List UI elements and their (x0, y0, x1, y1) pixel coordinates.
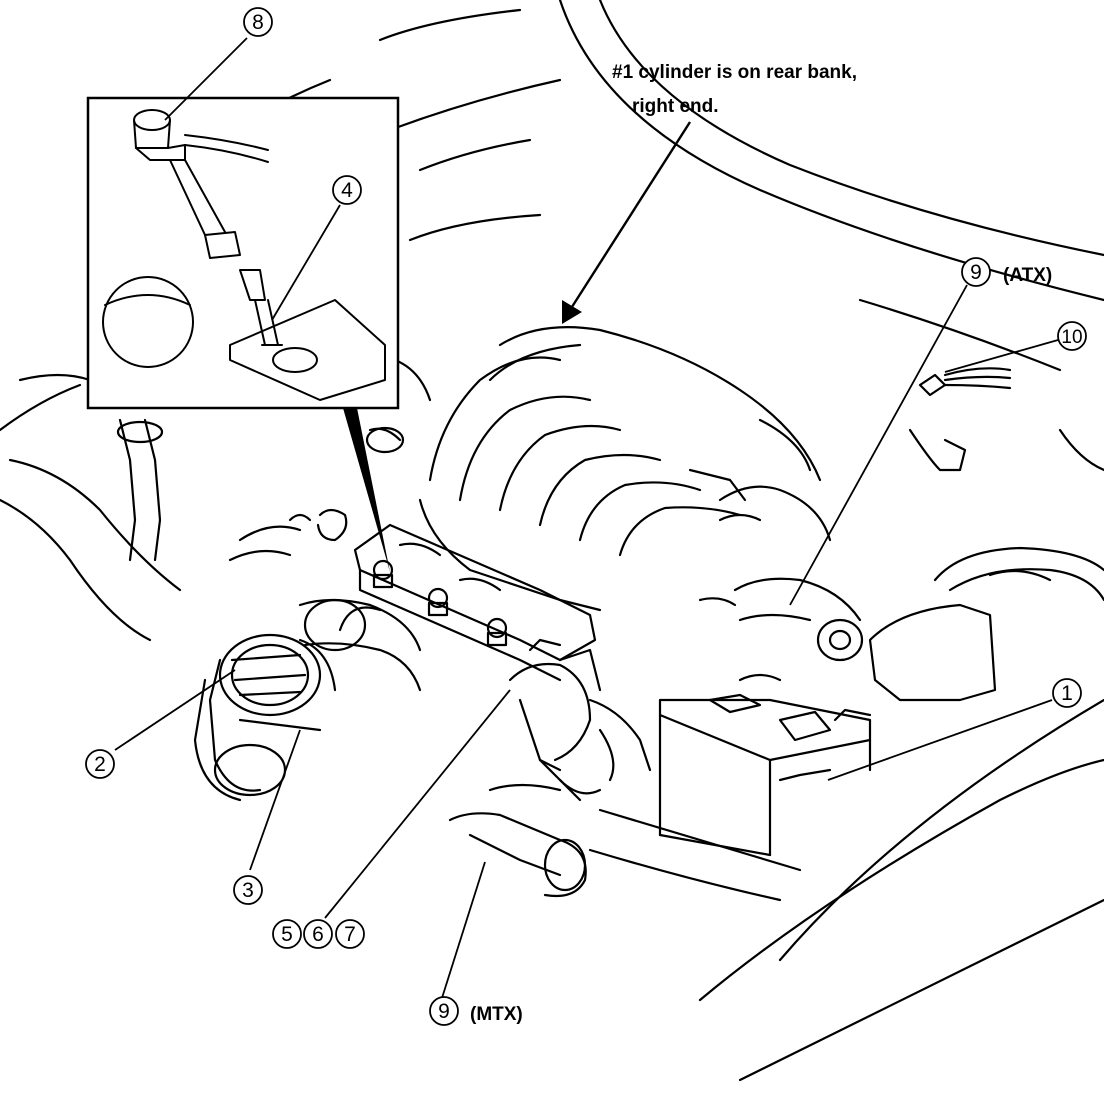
ignition-component (508, 638, 652, 795)
note-line-2: right end. (632, 96, 719, 117)
leader-2 (114, 669, 236, 751)
callout-4: 4 (332, 175, 362, 205)
callout-3: 3 (233, 875, 263, 905)
alternator (193, 633, 337, 802)
callout-2-label: 2 (94, 753, 106, 776)
battery (658, 673, 872, 857)
callout-8-label: 8 (252, 11, 264, 34)
callout-10: 10 (1057, 321, 1087, 351)
wire-harness-connector (918, 367, 1012, 397)
leader-10 (944, 339, 1059, 373)
tag-mtx: (MTX) (470, 1004, 523, 1025)
callout-9-atx-label: 9 (970, 261, 982, 284)
valve-cover (353, 523, 597, 682)
left-fender (0, 373, 182, 642)
callout-9-mtx: 9 (429, 996, 459, 1026)
callout-3-label: 3 (242, 879, 254, 902)
leader-9-mtx (441, 861, 486, 999)
note-line-1: #1 cylinder is on rear bank, (612, 62, 857, 83)
right-strut-tower (698, 428, 1104, 1082)
callout-8: 8 (243, 7, 273, 37)
cylinder-1-arrow (562, 121, 692, 324)
oil-filler-cap (102, 276, 194, 368)
callout-6: 6 (303, 919, 333, 949)
spark-plug (239, 269, 283, 346)
callout-7: 7 (335, 919, 365, 949)
ignition-coil (133, 109, 269, 259)
leader-3 (249, 729, 301, 871)
callout-1-label: 1 (1061, 682, 1073, 705)
tag-atx: (ATX) (1003, 265, 1052, 286)
starter-motor (698, 485, 864, 662)
leader-4 (271, 204, 341, 321)
air-intake-hose (228, 508, 422, 692)
callout-1: 1 (1052, 678, 1082, 708)
callout-7-label: 7 (344, 923, 356, 946)
leader-567 (324, 689, 511, 919)
callout-9-mtx-label: 9 (438, 1000, 450, 1023)
callout-5-label: 5 (281, 923, 293, 946)
callout-10-label: 10 (1061, 327, 1082, 348)
inset-pointer-wedge (343, 408, 390, 572)
leader-1 (827, 699, 1053, 781)
callout-6-label: 6 (312, 923, 324, 946)
callout-4-label: 4 (341, 179, 353, 202)
callout-2: 2 (85, 749, 115, 779)
callout-5: 5 (272, 919, 302, 949)
callouts: 8 4 9 10 1 2 3 5 (85, 7, 1087, 1026)
intake-manifold (365, 326, 822, 612)
callout-9-atx: 9 (961, 257, 991, 287)
leader-8 (164, 37, 248, 121)
leader-lines (114, 37, 1059, 999)
inset-detail-box (86, 96, 400, 410)
transmission-mount (448, 758, 802, 902)
leader-9-atx (789, 284, 968, 606)
